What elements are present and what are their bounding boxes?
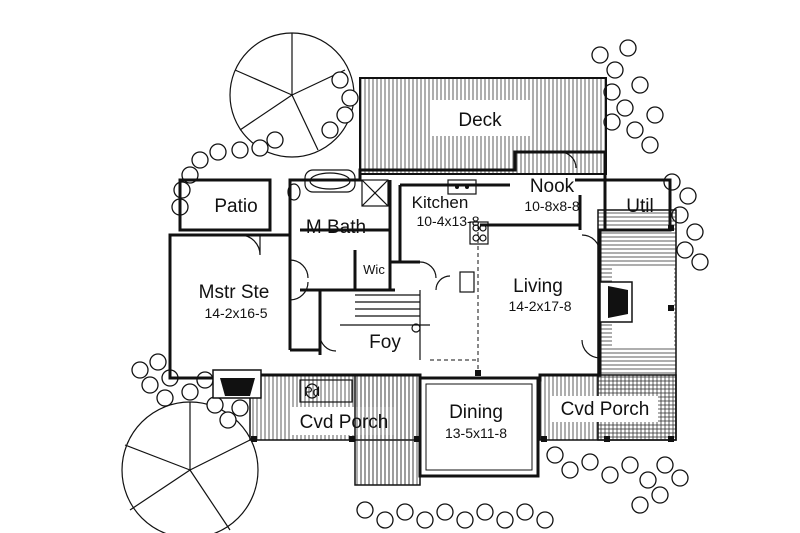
room-dims-dining: 13-5x11-8 <box>445 425 507 441</box>
room-label-master-bath: M Bath <box>306 217 366 238</box>
room-label-living: Living <box>513 276 563 297</box>
room-label-patio: Patio <box>214 196 257 217</box>
room-label-deck: Deck <box>458 110 502 131</box>
room-label-wic: Wic <box>363 262 385 277</box>
room-dims-master-suite: 14-2x16-5 <box>204 305 267 321</box>
room-dims-living: 14-2x17-8 <box>508 298 571 314</box>
kitchen-fixtures <box>447 179 489 293</box>
door-swings <box>239 151 601 359</box>
room-label-nook: Nook <box>530 176 575 197</box>
stairs <box>355 294 421 333</box>
interior-walls <box>288 178 607 375</box>
room-label-dining: Dining <box>449 402 503 423</box>
tree-bottom-left <box>121 401 259 533</box>
porch-posts <box>251 225 674 442</box>
tree-top-left <box>229 32 355 158</box>
room-label-powder: Pd <box>304 384 320 399</box>
room-dims-nook: 10-8x8-8 <box>524 198 579 214</box>
room-label-kitchen: Kitchen <box>412 193 469 212</box>
room-label-covered-porch-left: Cvd Porch <box>300 412 389 433</box>
shrubs <box>131 39 709 529</box>
dining-bay <box>418 376 540 478</box>
room-label-master-suite: Mstr Ste <box>199 282 270 303</box>
room-label-covered-porch-right: Cvd Porch <box>561 399 650 420</box>
room-label-util: Util <box>626 196 653 217</box>
room-dims-kitchen: 10-4x13-8 <box>416 213 479 229</box>
room-label-foyer: Foy <box>369 332 401 353</box>
bath-fixtures <box>287 169 389 403</box>
